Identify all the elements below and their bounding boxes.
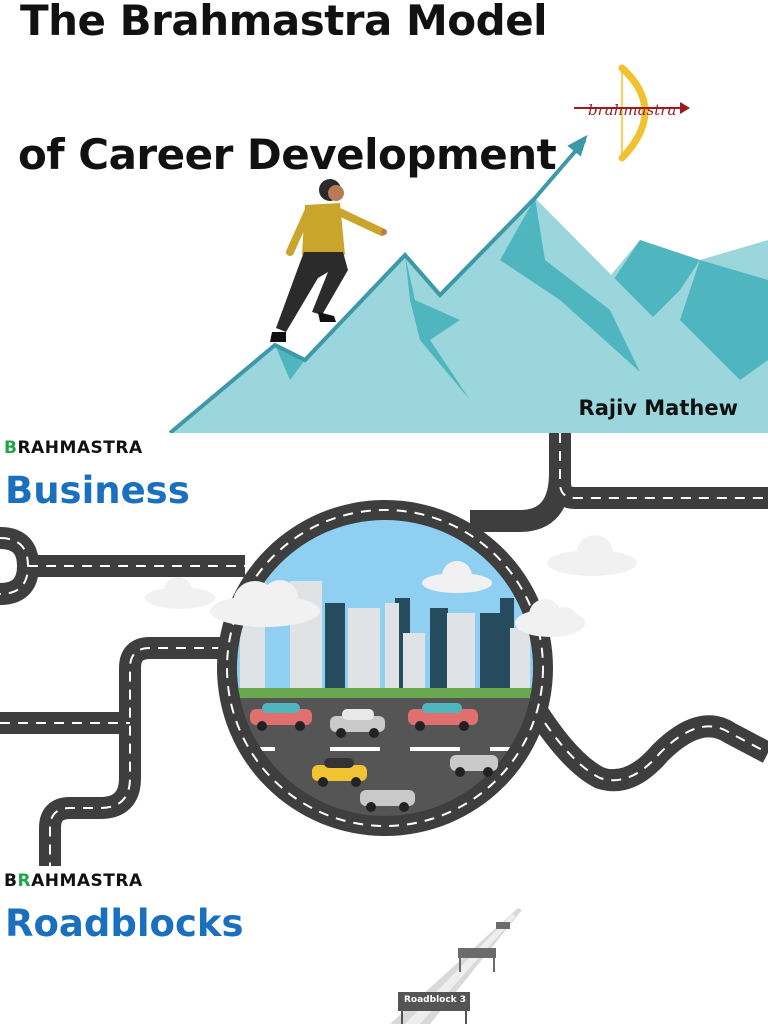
section-heading-roadblocks: Roadblocks — [5, 902, 244, 945]
cloud-icon — [145, 535, 637, 637]
brand-wordmark: BRAHMASTRA — [4, 438, 143, 458]
roadblock-illustration — [390, 908, 522, 1024]
slide-roadblocks: BRAHMASTRA Roadblocks Roadblock 3 — [0, 866, 768, 1024]
road-network-illustration — [0, 433, 768, 866]
author-name: Rajiv Mathew — [578, 396, 738, 420]
roadblock-sign-icon — [398, 922, 510, 1024]
climbing-woman-illustration — [270, 179, 387, 342]
mountain-illustration — [168, 134, 768, 433]
slide-business: BRAHMASTRA Business — [0, 433, 768, 866]
logo-text: brahmastra — [588, 101, 677, 119]
brand-wordmark-2: BRAHMASTRA — [4, 871, 143, 891]
car-icon — [250, 703, 498, 812]
section-heading-business: Business — [5, 469, 190, 512]
title-line-1: The Brahmastra Model — [20, 0, 548, 45]
bow-arrow-logo-icon — [574, 64, 690, 162]
title-line-2: of Career Development — [18, 130, 557, 179]
slide-title: The Brahmastra Model of Career Developme… — [0, 0, 768, 433]
roadblock-sign-label: Roadblock 3 — [404, 995, 467, 1005]
